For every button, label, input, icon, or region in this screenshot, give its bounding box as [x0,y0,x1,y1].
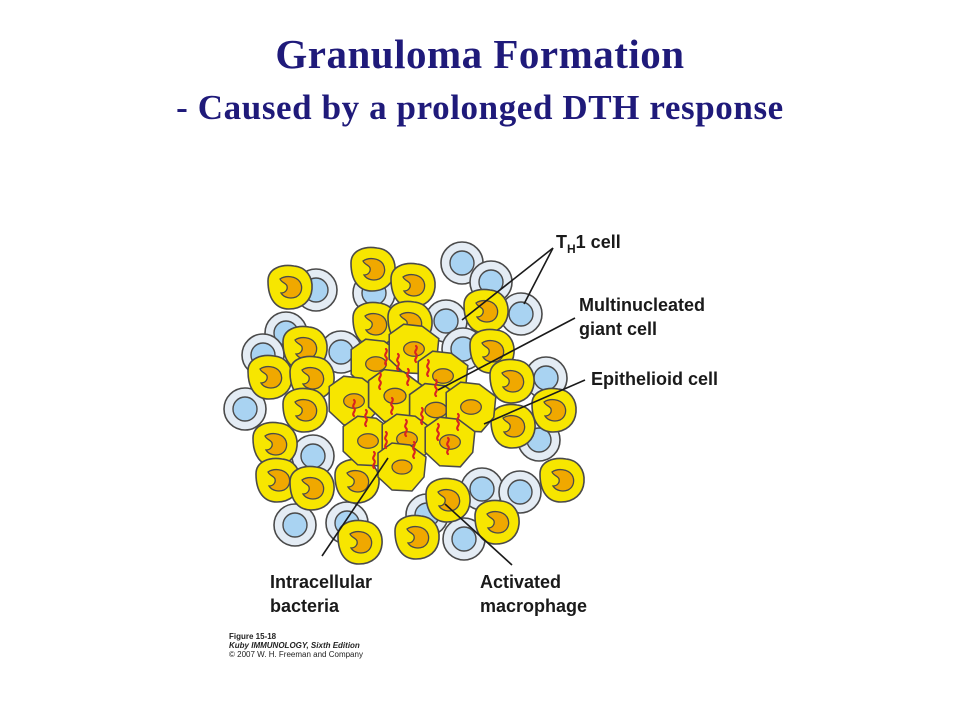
bacteria-label-1: Intracellular [270,572,372,592]
figure-copyright: © 2007 W. H. Freeman and Company [229,650,363,659]
giant-cell-label-2: giant cell [579,319,657,339]
subtitle: - Caused by a prolonged DTH response [176,88,784,127]
title: Granuloma Formation [275,31,685,77]
epithelioid-cell-label: Epithelioid cell [591,369,718,389]
bacteria-label-2: bacteria [270,596,340,616]
th1-rest: 1 cell [576,232,621,252]
macrophage-label-2: macrophage [480,596,587,616]
figure-number: Figure 15-18 [229,632,277,641]
th1-prefix: T [556,232,567,252]
th1-cell-label: TH1 cell [556,232,621,256]
th1-subscript: H [567,242,576,256]
giant-cell-label-1: Multinucleated [579,295,705,315]
leader-lines [321,247,586,566]
figure-source: Kuby IMMUNOLOGY, Sixth Edition [229,641,360,650]
macrophage-label-1: Activated [480,572,561,592]
